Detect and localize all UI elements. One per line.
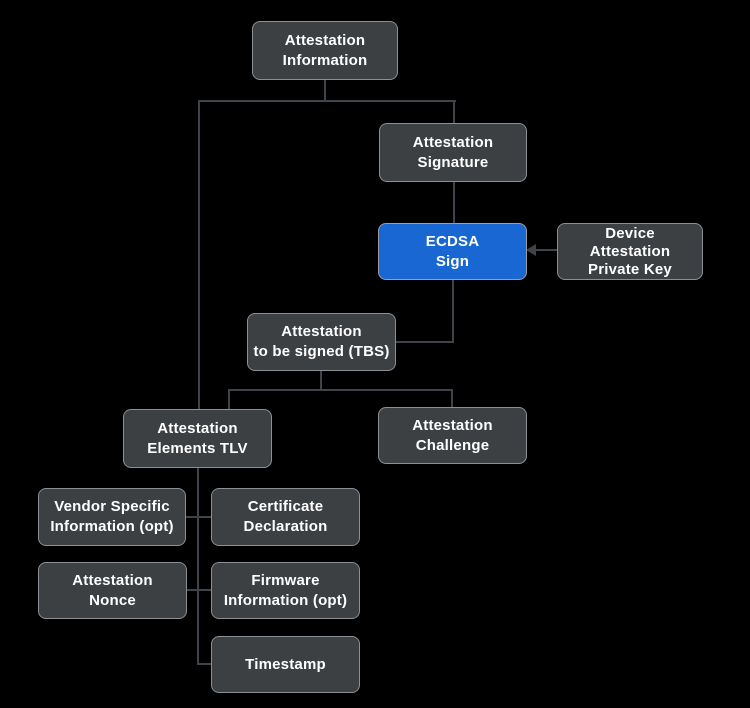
node-ecdsa-sign: ECDSA Sign xyxy=(378,223,527,280)
edge-information-stem xyxy=(324,80,326,101)
node-timestamp: Timestamp xyxy=(211,636,360,693)
node-vendor-specific-information: Vendor Specific Information (opt) xyxy=(38,488,186,546)
edge-timestamp-row xyxy=(197,663,211,665)
edge-information-to-signature xyxy=(453,100,455,123)
edge-vendor-certificate-row xyxy=(186,516,211,518)
edge-nonce-firmware-row xyxy=(187,589,211,591)
node-attestation-signature: Attestation Signature xyxy=(379,123,527,182)
node-certificate-declaration: Certificate Declaration xyxy=(211,488,360,546)
edge-tbs-stem xyxy=(320,371,322,390)
edge-tbs-to-challenge xyxy=(451,389,453,407)
node-device-attestation-private-key: Device Attestation Private Key xyxy=(557,223,703,280)
edge-information-split xyxy=(198,100,456,102)
node-attestation-elements-tlv: Attestation Elements TLV xyxy=(123,409,272,468)
edge-privatekey-to-ecdsa xyxy=(536,249,557,251)
edge-ecdsa-to-tbs-horizontal xyxy=(396,341,454,343)
edge-tbs-split xyxy=(228,389,453,391)
node-attestation-information: Attestation Information xyxy=(252,21,398,80)
node-attestation-challenge: Attestation Challenge xyxy=(378,407,527,464)
edge-signature-to-ecdsa xyxy=(453,182,455,223)
edge-tbs-to-elements xyxy=(228,389,230,409)
node-attestation-nonce: Attestation Nonce xyxy=(38,562,187,619)
edge-ecdsa-to-tbs-vertical xyxy=(452,280,454,342)
node-firmware-information: Firmware Information (opt) xyxy=(211,562,360,619)
edge-elements-trunk xyxy=(197,468,199,665)
node-attestation-tbs: Attestation to be signed (TBS) xyxy=(247,313,396,371)
edge-information-to-elements xyxy=(198,100,200,409)
arrowhead-left-icon xyxy=(526,244,536,256)
